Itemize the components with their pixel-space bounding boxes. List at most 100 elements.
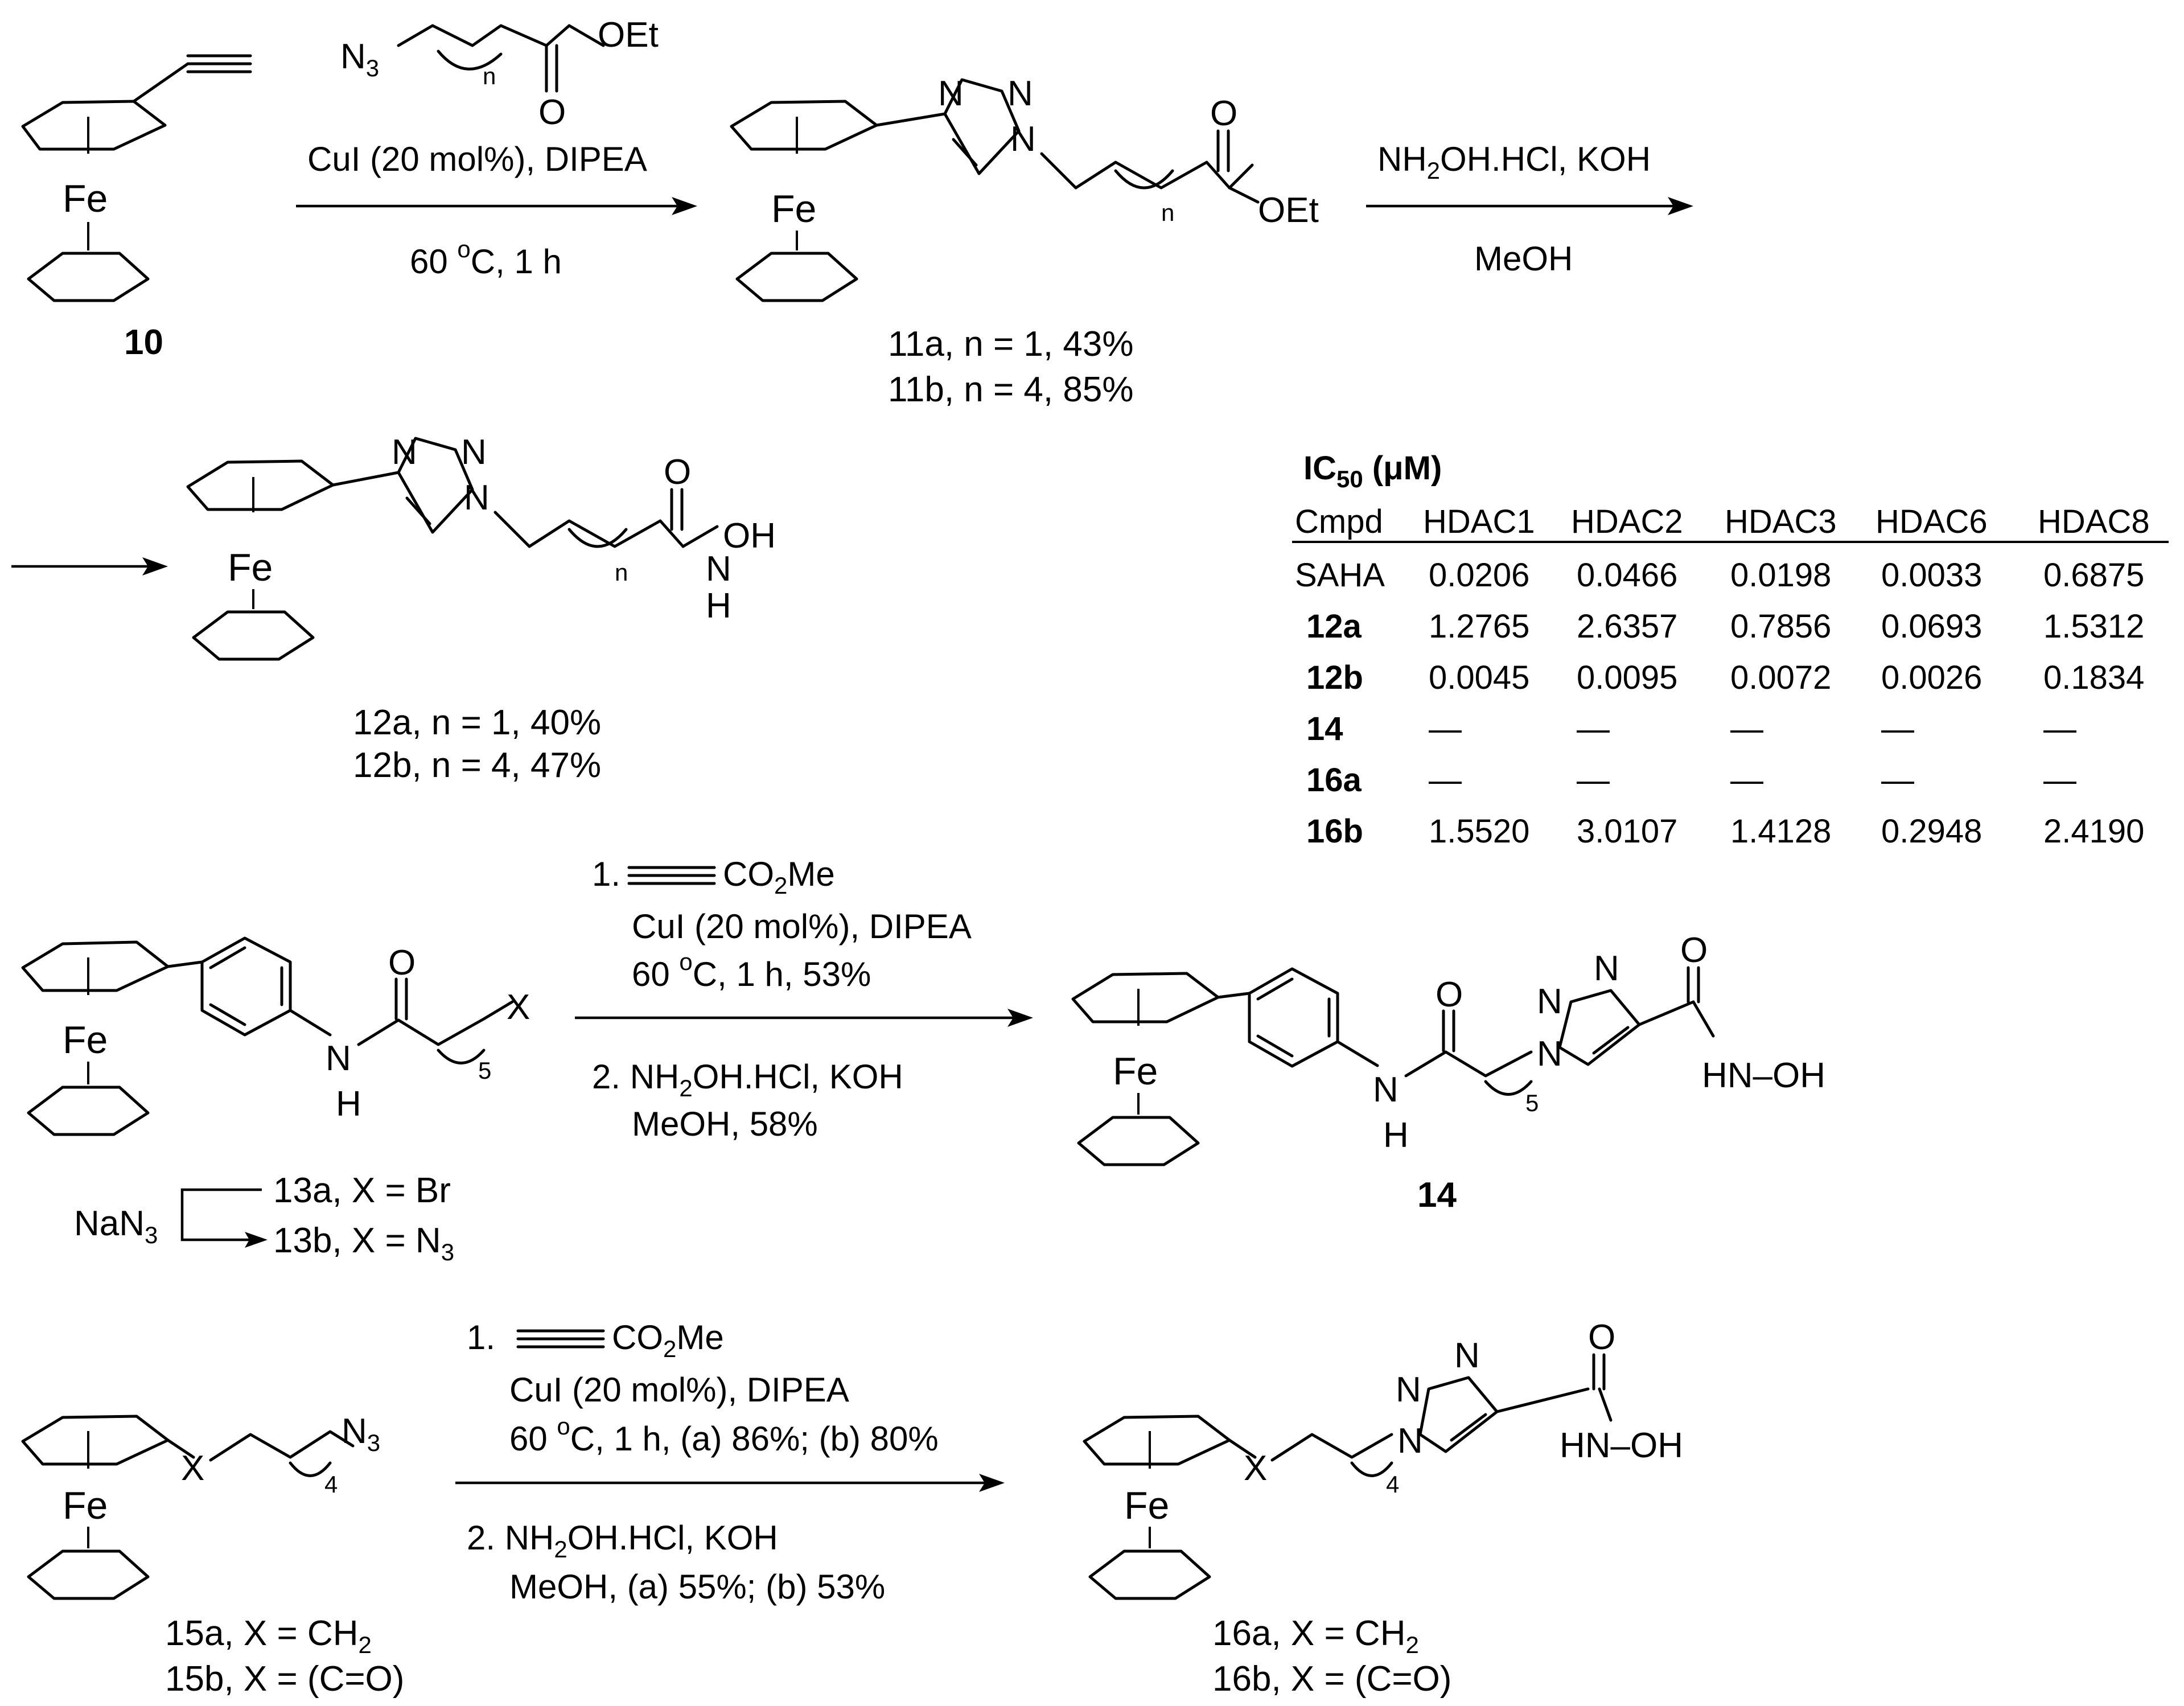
- svg-text:H: H: [706, 586, 731, 626]
- svg-text:n: n: [615, 559, 628, 586]
- svg-text:N: N: [326, 1039, 351, 1078]
- svg-text:OEt: OEt: [598, 15, 659, 55]
- svg-text:5: 5: [478, 1057, 491, 1084]
- ferrocene-10: Fe 10: [21, 54, 252, 362]
- svg-text:X: X: [507, 988, 530, 1027]
- svg-text:X: X: [1244, 1449, 1267, 1488]
- product-16: Fe X 4 N N N O HN–OH 16a, X = CH2 16b, X…: [1083, 1318, 1683, 1699]
- table-row-4-cell-2: —: [1730, 762, 1763, 799]
- table-row-1-cell-0: 1.2765: [1429, 608, 1529, 645]
- svg-text:CO2Me: CO2Me: [612, 1318, 724, 1362]
- table-row-2-cell-1: 0.0095: [1577, 659, 1677, 696]
- svg-text:N: N: [1397, 1421, 1423, 1461]
- svg-text:60 oC, 1 h, 53%: 60 oC, 1 h, 53%: [632, 948, 871, 993]
- svg-text:N: N: [938, 74, 964, 113]
- svg-text:N: N: [464, 478, 490, 517]
- table-row-1-cell-2: 0.7856: [1730, 608, 1831, 645]
- table-row-5-cmpd: 16b: [1306, 813, 1363, 850]
- svg-text:N: N: [1373, 1070, 1399, 1109]
- svg-text:Fe: Fe: [1124, 1484, 1169, 1527]
- svg-text:MeOH, 58%: MeOH, 58%: [632, 1105, 818, 1143]
- table-row-4-cell-3: —: [1881, 762, 1914, 799]
- svg-text:1.: 1.: [592, 855, 620, 893]
- table-row-5-cell-0: 1.5520: [1429, 813, 1529, 850]
- table-header-1: HDAC1: [1423, 503, 1535, 540]
- arrow-2-continued: [11, 557, 168, 575]
- svg-text:12a, n = 1, 40%: 12a, n = 1, 40%: [353, 703, 601, 742]
- svg-text:Fe: Fe: [63, 1484, 108, 1527]
- svg-text:N: N: [1594, 949, 1619, 988]
- table-row-2-cell-2: 0.0072: [1730, 659, 1831, 696]
- svg-text:O: O: [1210, 94, 1237, 133]
- svg-text:HN–OH: HN–OH: [1560, 1426, 1683, 1465]
- svg-text:O: O: [664, 453, 691, 492]
- svg-text:11a, n = 1, 43%: 11a, n = 1, 43%: [888, 324, 1133, 364]
- table-row-5-cell-2: 1.4128: [1730, 813, 1831, 850]
- svg-text:H: H: [336, 1084, 361, 1124]
- svg-text:N3: N3: [340, 37, 379, 81]
- svg-text:CuI (20 mol%), DIPEA: CuI (20 mol%), DIPEA: [632, 907, 972, 946]
- arrow-1: CuI (20 mol%), DIPEA 60 oC, 1 h: [296, 140, 697, 281]
- svg-text:N: N: [1396, 1370, 1421, 1409]
- table-row-0-cell-3: 0.0033: [1881, 557, 1982, 594]
- svg-text:O: O: [388, 943, 416, 983]
- svg-text:OEt: OEt: [1258, 191, 1319, 230]
- table-row-1-cell-3: 0.0693: [1881, 608, 1982, 645]
- table-row-4-cell-4: —: [2043, 762, 2076, 799]
- svg-text:16a, X = CH2: 16a, X = CH2: [1212, 1614, 1419, 1658]
- table-row-4-cell-0: —: [1429, 762, 1462, 799]
- table-row-1-cell-1: 2.6357: [1577, 608, 1677, 645]
- table-row-2-cmpd: 12b: [1306, 659, 1363, 696]
- table-row-0-cmpd: SAHA: [1295, 557, 1385, 594]
- table-row-1-cell-4: 1.5312: [2043, 608, 2144, 645]
- arrow-4: 1. CO2Me CuI (20 mol%), DIPEA 60 oC, 1 h…: [455, 1318, 1005, 1606]
- svg-text:1.: 1.: [467, 1318, 495, 1356]
- table-row-3-cell-3: —: [1881, 710, 1914, 747]
- table-header-2: HDAC2: [1571, 503, 1683, 540]
- svg-text:Fe: Fe: [228, 546, 273, 589]
- svg-text:H: H: [1383, 1116, 1409, 1155]
- arrow-3: 1. CO2Me CuI (20 mol%), DIPEA 60 oC, 1 h…: [575, 855, 1033, 1143]
- svg-text:N: N: [1537, 1034, 1562, 1074]
- svg-text:13b, X = N3: 13b, X = N3: [273, 1221, 454, 1265]
- svg-text:n: n: [483, 63, 496, 89]
- table-header-3: HDAC3: [1725, 503, 1837, 540]
- svg-text:NaN3: NaN3: [74, 1204, 158, 1248]
- svg-text:4: 4: [1386, 1471, 1399, 1498]
- svg-text:12b, n = 4, 47%: 12b, n = 4, 47%: [353, 746, 601, 785]
- table-row-3-cell-1: —: [1577, 710, 1610, 747]
- svg-text:2. NH2OH.HCl, KOH: 2. NH2OH.HCl, KOH: [592, 1058, 903, 1101]
- table-title: IC50 (μM): [1303, 450, 1442, 492]
- svg-text:Fe: Fe: [1113, 1050, 1158, 1093]
- cond1-line2: 60 oC, 1 h: [410, 236, 562, 281]
- table-row-0-cell-2: 0.0198: [1730, 557, 1831, 594]
- azide-reagent: N3 n OEt O: [340, 15, 659, 132]
- svg-text:13a, X = Br: 13a, X = Br: [273, 1171, 451, 1210]
- fe-10: Fe: [63, 177, 108, 220]
- svg-text:MeOH: MeOH: [1474, 240, 1573, 278]
- table-row-0-cell-4: 0.6875: [2043, 557, 2144, 594]
- svg-text:60 oC, 1 h, (a) 86%; (b) 80%: 60 oC, 1 h, (a) 86%; (b) 80%: [509, 1413, 939, 1458]
- svg-text:OH: OH: [723, 516, 776, 556]
- svg-text:4: 4: [324, 1471, 338, 1498]
- compound-10-label: 10: [124, 323, 163, 362]
- table-row-3-cell-4: —: [2043, 710, 2076, 747]
- svg-text:N: N: [1007, 74, 1033, 113]
- table-row-0-cell-0: 0.0206: [1429, 557, 1529, 594]
- svg-text:N: N: [392, 433, 417, 472]
- svg-text:CO2Me: CO2Me: [723, 855, 835, 899]
- table-row-2-cell-0: 0.0045: [1429, 659, 1529, 696]
- table-row-3-cell-2: —: [1730, 710, 1763, 747]
- svg-text:15a, X = CH2: 15a, X = CH2: [165, 1614, 372, 1658]
- product-14: Fe N H O 5 N N N O HN–OH 14: [1071, 931, 1825, 1215]
- arrow-2: NH2OH.HCl, KOH MeOH: [1366, 140, 1693, 278]
- svg-text:X: X: [181, 1449, 204, 1488]
- svg-text:N: N: [1537, 982, 1562, 1021]
- svg-text:O: O: [1680, 931, 1708, 970]
- svg-text:N: N: [1010, 120, 1036, 159]
- table-header-4: HDAC6: [1875, 503, 1988, 540]
